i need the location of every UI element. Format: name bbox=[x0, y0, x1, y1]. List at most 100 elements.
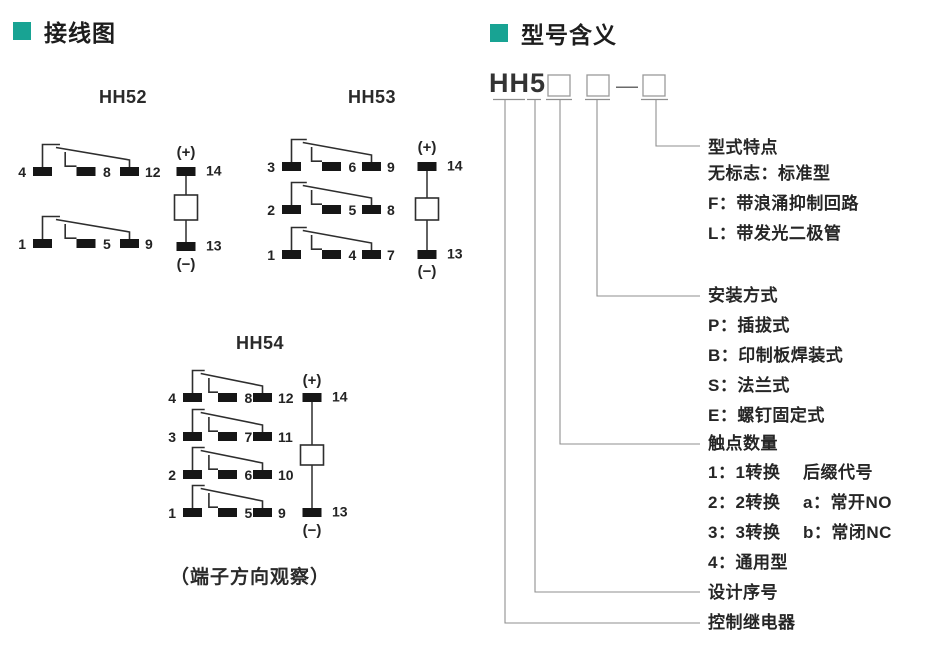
terminal-label: 8 bbox=[103, 164, 111, 180]
terminal-pad bbox=[322, 250, 341, 259]
terminal-pad bbox=[253, 470, 272, 479]
terminal-label: 14 bbox=[447, 158, 463, 174]
contact-blade bbox=[302, 141, 373, 162]
terminal-pad bbox=[417, 250, 437, 259]
model-placeholder-box bbox=[586, 74, 610, 97]
no-contact-stem bbox=[310, 235, 322, 250]
terminal-pad bbox=[322, 205, 341, 214]
terminal-label: 1 bbox=[18, 236, 26, 252]
coil-minus-label: (−) bbox=[303, 522, 322, 539]
diagram-title-hh54: HH54 bbox=[236, 333, 285, 353]
terminal-label: 9 bbox=[387, 159, 395, 175]
common-arm bbox=[191, 408, 205, 432]
terminal-pad bbox=[76, 167, 96, 176]
no-contact-stem bbox=[64, 152, 77, 167]
terminal-pad bbox=[282, 205, 301, 214]
terminal-label: 9 bbox=[145, 236, 153, 252]
terminal-pad bbox=[120, 239, 139, 248]
common-arm bbox=[290, 181, 307, 205]
terminal-label: 10 bbox=[278, 467, 294, 483]
legend-contacts-title: 触点数量 bbox=[708, 434, 778, 453]
legend-mounting-option: B：印制板焊装式 bbox=[708, 346, 844, 365]
terminal-pad bbox=[76, 239, 96, 248]
terminal-pad bbox=[282, 162, 301, 171]
no-contact-stem bbox=[310, 147, 322, 162]
legend-contacts-option: 2：2转换 bbox=[708, 493, 781, 512]
legend-relay-title: 控制继电器 bbox=[708, 613, 796, 632]
coil-plus-label: (+) bbox=[177, 144, 196, 161]
wiring-section-header: 接线图 bbox=[13, 14, 116, 48]
contact-blade bbox=[200, 487, 264, 508]
legend-suffix-option: b：常闭NC bbox=[803, 523, 892, 542]
leader-line bbox=[504, 100, 700, 624]
leader-line bbox=[559, 100, 700, 445]
terminal-pad bbox=[183, 508, 202, 517]
legend-type-feature-title: 型式特点 bbox=[708, 138, 778, 157]
terminal-label: 1 bbox=[168, 505, 176, 521]
contact-blade bbox=[55, 146, 131, 167]
common-arm bbox=[41, 215, 60, 239]
legend-suffix-title: 后缀代号 bbox=[803, 463, 873, 482]
terminal-pad bbox=[33, 239, 52, 248]
terminal-label: 14 bbox=[332, 389, 348, 405]
terminal-label: 13 bbox=[332, 504, 348, 520]
terminal-pad bbox=[417, 162, 437, 171]
common-arm bbox=[191, 446, 205, 470]
leader-line bbox=[596, 100, 700, 297]
contact-blade bbox=[302, 229, 373, 250]
model-placeholder-box bbox=[547, 74, 571, 97]
terminal-pad bbox=[362, 162, 381, 171]
coil-box bbox=[299, 444, 325, 466]
terminal-pad bbox=[183, 432, 202, 441]
wiring-section-title: 接线图 bbox=[44, 20, 116, 46]
terminal-label: 1 bbox=[267, 247, 275, 263]
contact-blade bbox=[200, 411, 264, 432]
legend-mounting-option: E：螺钉固定式 bbox=[708, 406, 825, 425]
legend-suffix-option: a：常开NO bbox=[803, 493, 892, 512]
no-contact-stem bbox=[208, 417, 218, 432]
model-section-header: 型号含义 bbox=[490, 16, 617, 50]
terminal-label: 5 bbox=[103, 236, 111, 252]
common-arm bbox=[290, 226, 307, 250]
terminal-pad bbox=[218, 393, 237, 402]
terminal-label: 2 bbox=[267, 202, 275, 218]
no-contact-stem bbox=[208, 378, 218, 393]
terminal-pad bbox=[176, 167, 196, 176]
leader-line bbox=[655, 100, 700, 147]
no-contact-stem bbox=[310, 190, 322, 205]
terminal-label: 13 bbox=[447, 246, 463, 262]
terminal-pad bbox=[183, 393, 202, 402]
terminal-pad bbox=[218, 432, 237, 441]
no-contact-stem bbox=[208, 455, 218, 470]
terminal-pad bbox=[302, 393, 322, 402]
terminal-label: 5 bbox=[245, 505, 253, 521]
contact-blade bbox=[302, 184, 373, 205]
terminal-label: 5 bbox=[349, 202, 357, 218]
terminal-label: 3 bbox=[168, 429, 176, 445]
terminal-pad bbox=[120, 167, 139, 176]
coil-box bbox=[173, 194, 199, 221]
terminal-label: 8 bbox=[387, 202, 395, 218]
common-arm bbox=[191, 369, 205, 393]
coil-box bbox=[414, 197, 440, 221]
model-dash: — bbox=[616, 73, 638, 98]
terminal-pad bbox=[183, 470, 202, 479]
contact-blade bbox=[200, 449, 264, 470]
contact-blade bbox=[200, 372, 264, 393]
terminal-pad bbox=[253, 393, 272, 402]
coil-minus-label: (−) bbox=[418, 263, 437, 280]
common-arm bbox=[191, 484, 205, 508]
no-contact-stem bbox=[64, 224, 77, 239]
coil-minus-label: (−) bbox=[177, 256, 196, 273]
terminal-pad bbox=[176, 242, 196, 251]
terminal-pad bbox=[362, 250, 381, 259]
terminal-label: 9 bbox=[278, 505, 286, 521]
legend-contacts-option: 1：1转换 bbox=[708, 463, 781, 482]
terminal-pad bbox=[218, 508, 237, 517]
terminal-view-caption: （端子方向观察） bbox=[170, 567, 331, 588]
legend-contacts-option: 4：通用型 bbox=[708, 553, 788, 572]
section-bullet-icon bbox=[13, 22, 31, 40]
coil-plus-label: (+) bbox=[418, 139, 437, 156]
model-placeholder-box bbox=[642, 74, 666, 97]
